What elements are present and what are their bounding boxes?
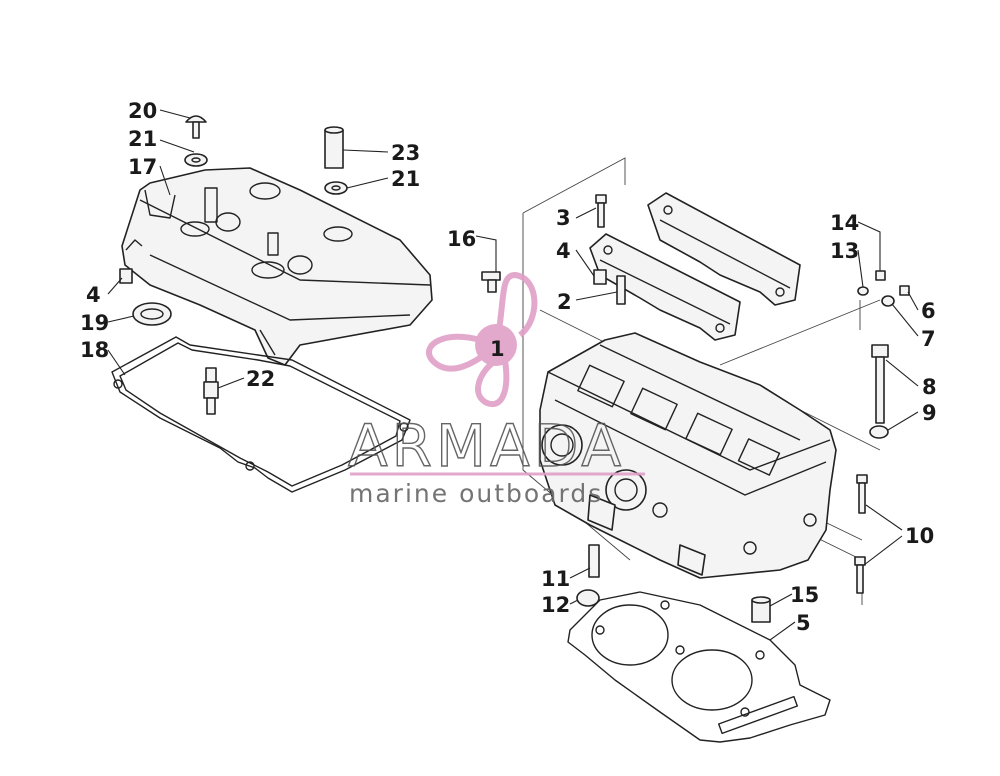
watermark: ARMADA marine outboards: [347, 271, 645, 508]
cover-small-parts: [119, 115, 348, 415]
callout-3: 3: [556, 206, 571, 230]
watermark-tagline: marine outboards: [349, 479, 603, 508]
head-gasket: [567, 591, 831, 743]
callout-13: 13: [830, 239, 859, 263]
callout-6: 6: [921, 299, 936, 323]
callout-19: 19: [80, 311, 109, 335]
callout-18: 18: [80, 338, 109, 362]
callout-20: 20: [128, 99, 157, 123]
callout-11: 11: [541, 567, 570, 591]
propeller-logo: [426, 271, 538, 407]
callout-8: 8: [922, 375, 937, 399]
callout-7: 7: [921, 327, 936, 351]
callout-9: 9: [922, 401, 937, 425]
valve-cover: [121, 167, 433, 366]
callout-2: 2: [557, 290, 572, 314]
callout-1: 1: [490, 337, 505, 361]
callout-10: 10: [905, 524, 934, 548]
camshaft-caps: [589, 192, 801, 341]
propeller-hub: [475, 324, 517, 366]
watermark-brand: ARMADA: [348, 412, 625, 480]
callout-4-caps: 4: [556, 239, 571, 263]
valve-cover-gasket: [111, 336, 411, 493]
callout-4-cover: 4: [86, 283, 101, 307]
callout-23: 23: [391, 141, 420, 165]
cylinder-head: [539, 332, 837, 579]
callout-21-left: 21: [128, 127, 157, 151]
callout-14: 14: [830, 211, 859, 235]
callout-22: 22: [246, 367, 275, 391]
callout-12: 12: [541, 593, 570, 617]
callout-21-right: 21: [391, 167, 420, 191]
callout-17: 17: [128, 155, 157, 179]
head-fasteners: [481, 270, 910, 623]
callout-labels: 1 2 3 4 4 5 6 7 8 9 10 11 12 13 14 15 16…: [80, 99, 937, 635]
callout-16: 16: [447, 227, 476, 251]
callout-5: 5: [796, 611, 811, 635]
callout-15: 15: [790, 583, 819, 607]
leader-lines: [107, 109, 919, 641]
